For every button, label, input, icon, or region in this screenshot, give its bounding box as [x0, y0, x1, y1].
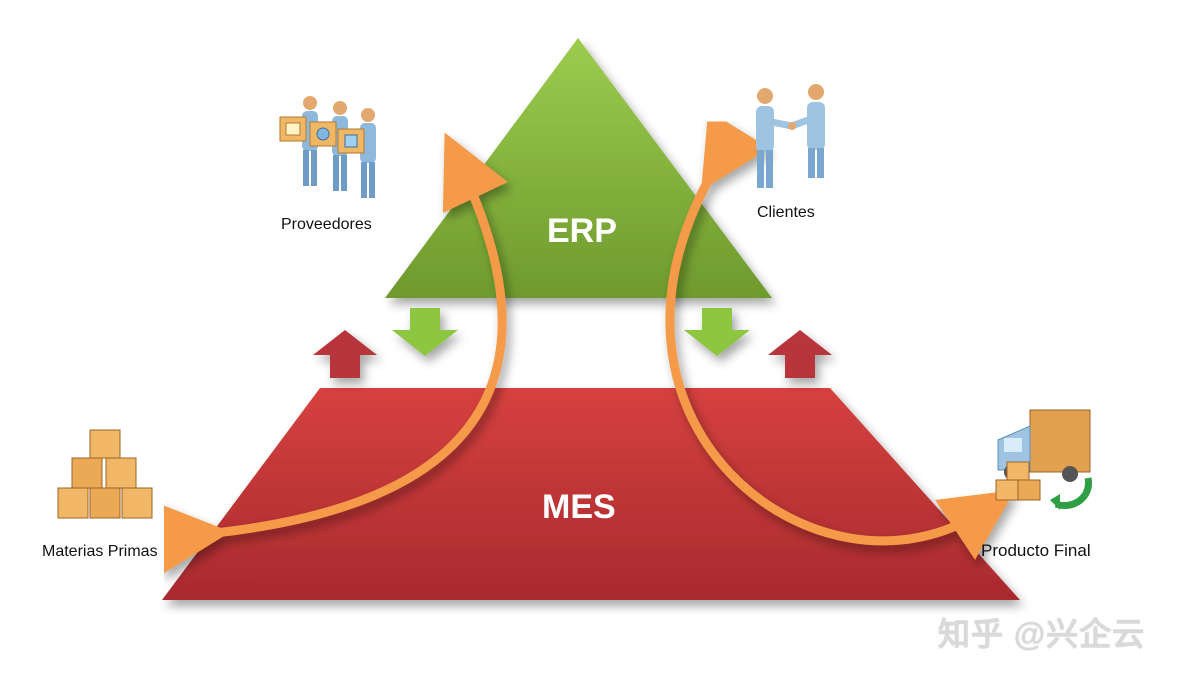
raw-materials-icon	[57, 429, 153, 519]
customers-label: Clientes	[757, 204, 815, 221]
down-arrow-left	[392, 308, 458, 356]
final-product-icon	[995, 409, 1092, 510]
down-arrow-right	[684, 308, 750, 356]
mes-label: MES	[542, 488, 616, 526]
final-product-label: Producto Final	[981, 541, 1091, 560]
customers-icon	[756, 84, 825, 188]
suppliers-icon	[279, 96, 376, 198]
flow-arc-left	[155, 132, 508, 575]
erp-label: ERP	[547, 212, 617, 250]
suppliers-label: Proveedores	[281, 216, 372, 233]
flow-arc-right	[665, 110, 1015, 560]
up-arrow-right	[768, 330, 832, 378]
up-arrow-left	[313, 330, 377, 378]
watermark: 知乎 @兴企云	[938, 616, 1146, 652]
raw-materials-label: Materias Primas	[42, 543, 158, 560]
